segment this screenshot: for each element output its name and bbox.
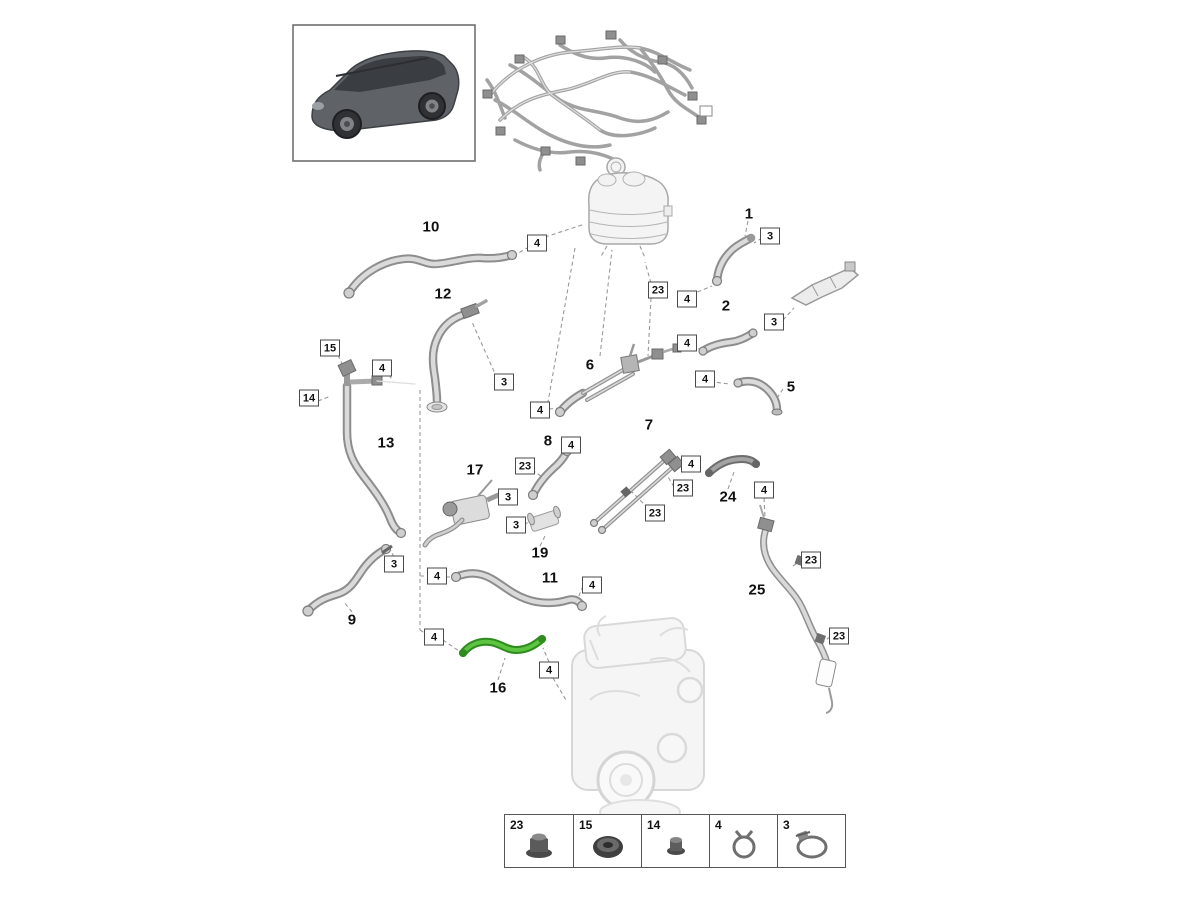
callout-3-16: 3	[498, 488, 518, 506]
callout-23-23: 23	[801, 551, 821, 569]
hose-10-drawing	[343, 249, 518, 299]
fasteners-legend: 23 15 14	[504, 814, 846, 868]
legend-item-15: 15	[573, 815, 641, 867]
part-label-8: 8	[543, 432, 553, 450]
cap-nut-icon	[505, 823, 573, 867]
callout-4-14: 4	[681, 455, 701, 473]
legend-item-3: 3	[777, 815, 845, 867]
callout-4-17: 4	[754, 481, 774, 499]
hose-harness-drawing	[482, 30, 713, 172]
hose-13-drawing	[337, 358, 416, 539]
callout-4-9: 4	[695, 370, 715, 388]
callout-23-18: 23	[645, 504, 665, 522]
callout-15-6: 15	[320, 339, 340, 357]
part-label-10: 10	[422, 218, 440, 236]
part-label-5: 5	[786, 378, 796, 396]
callout-4-22: 4	[582, 576, 602, 594]
part-label-7: 7	[644, 416, 654, 434]
hose-2-drawing	[698, 328, 758, 356]
callout-4-0: 4	[527, 234, 547, 252]
callout-4-3: 4	[677, 290, 697, 308]
callout-4-7: 4	[372, 359, 392, 377]
callout-3-19: 3	[506, 516, 526, 534]
hose-16-highlighted-drawing	[459, 635, 546, 657]
callout-4-11: 4	[530, 401, 550, 419]
part-label-1: 1	[744, 205, 754, 223]
callout-23-15: 23	[673, 479, 693, 497]
callout-23-25: 23	[829, 627, 849, 645]
hose-11-drawing	[450, 569, 588, 612]
vehicle-thumbnail	[292, 24, 476, 162]
hose-clamp-icon	[778, 823, 845, 867]
callout-4-21: 4	[427, 567, 447, 585]
callout-3-20: 3	[384, 555, 404, 573]
callout-14-10: 14	[299, 389, 319, 407]
part-label-19: 19	[531, 544, 549, 562]
part-label-17: 17	[466, 461, 484, 479]
callout-23-13: 23	[515, 457, 535, 475]
spring-clamp-icon	[710, 823, 777, 867]
callout-3-8: 3	[494, 373, 514, 391]
callout-23-2: 23	[648, 281, 668, 299]
nut-icon	[642, 823, 709, 867]
callout-4-5: 4	[677, 334, 697, 352]
part-label-25: 25	[748, 581, 766, 599]
callout-4-26: 4	[539, 661, 559, 679]
legend-item-23: 23	[505, 815, 573, 867]
hose-9-drawing	[302, 543, 393, 617]
legend-item-14: 14	[641, 815, 709, 867]
hose-12-drawing	[426, 299, 488, 413]
part-label-6: 6	[585, 356, 595, 374]
callout-4-12: 4	[561, 436, 581, 454]
grommet-icon	[574, 823, 641, 867]
part-label-24: 24	[719, 488, 737, 506]
callout-3-1: 3	[760, 227, 780, 245]
engine-drawing	[571, 615, 705, 825]
bracket-drawing	[790, 261, 860, 306]
legend-ref: 4	[715, 818, 722, 832]
hose-1-drawing	[711, 233, 756, 287]
legend-ref: 23	[510, 818, 524, 832]
hose-25-drawing	[757, 504, 837, 714]
expansion-tank-drawing	[587, 157, 673, 259]
part-label-9: 9	[347, 611, 357, 629]
part-label-11: 11	[541, 569, 559, 587]
sleeve-19-drawing	[527, 505, 561, 532]
hose-24-drawing	[705, 454, 760, 477]
part-label-16: 16	[489, 679, 507, 697]
pipe-6-drawing	[554, 343, 682, 418]
pipe-7-drawing	[589, 448, 685, 535]
part-label-12: 12	[434, 285, 452, 303]
callout-4-24: 4	[424, 628, 444, 646]
part-label-2: 2	[721, 297, 731, 315]
legend-item-4: 4	[709, 815, 777, 867]
part-label-13: 13	[377, 434, 395, 452]
callout-3-4: 3	[764, 313, 784, 331]
legend-ref: 14	[647, 818, 661, 832]
legend-ref: 3	[783, 818, 790, 832]
legend-ref: 15	[579, 818, 593, 832]
hose-5-drawing	[733, 377, 783, 416]
